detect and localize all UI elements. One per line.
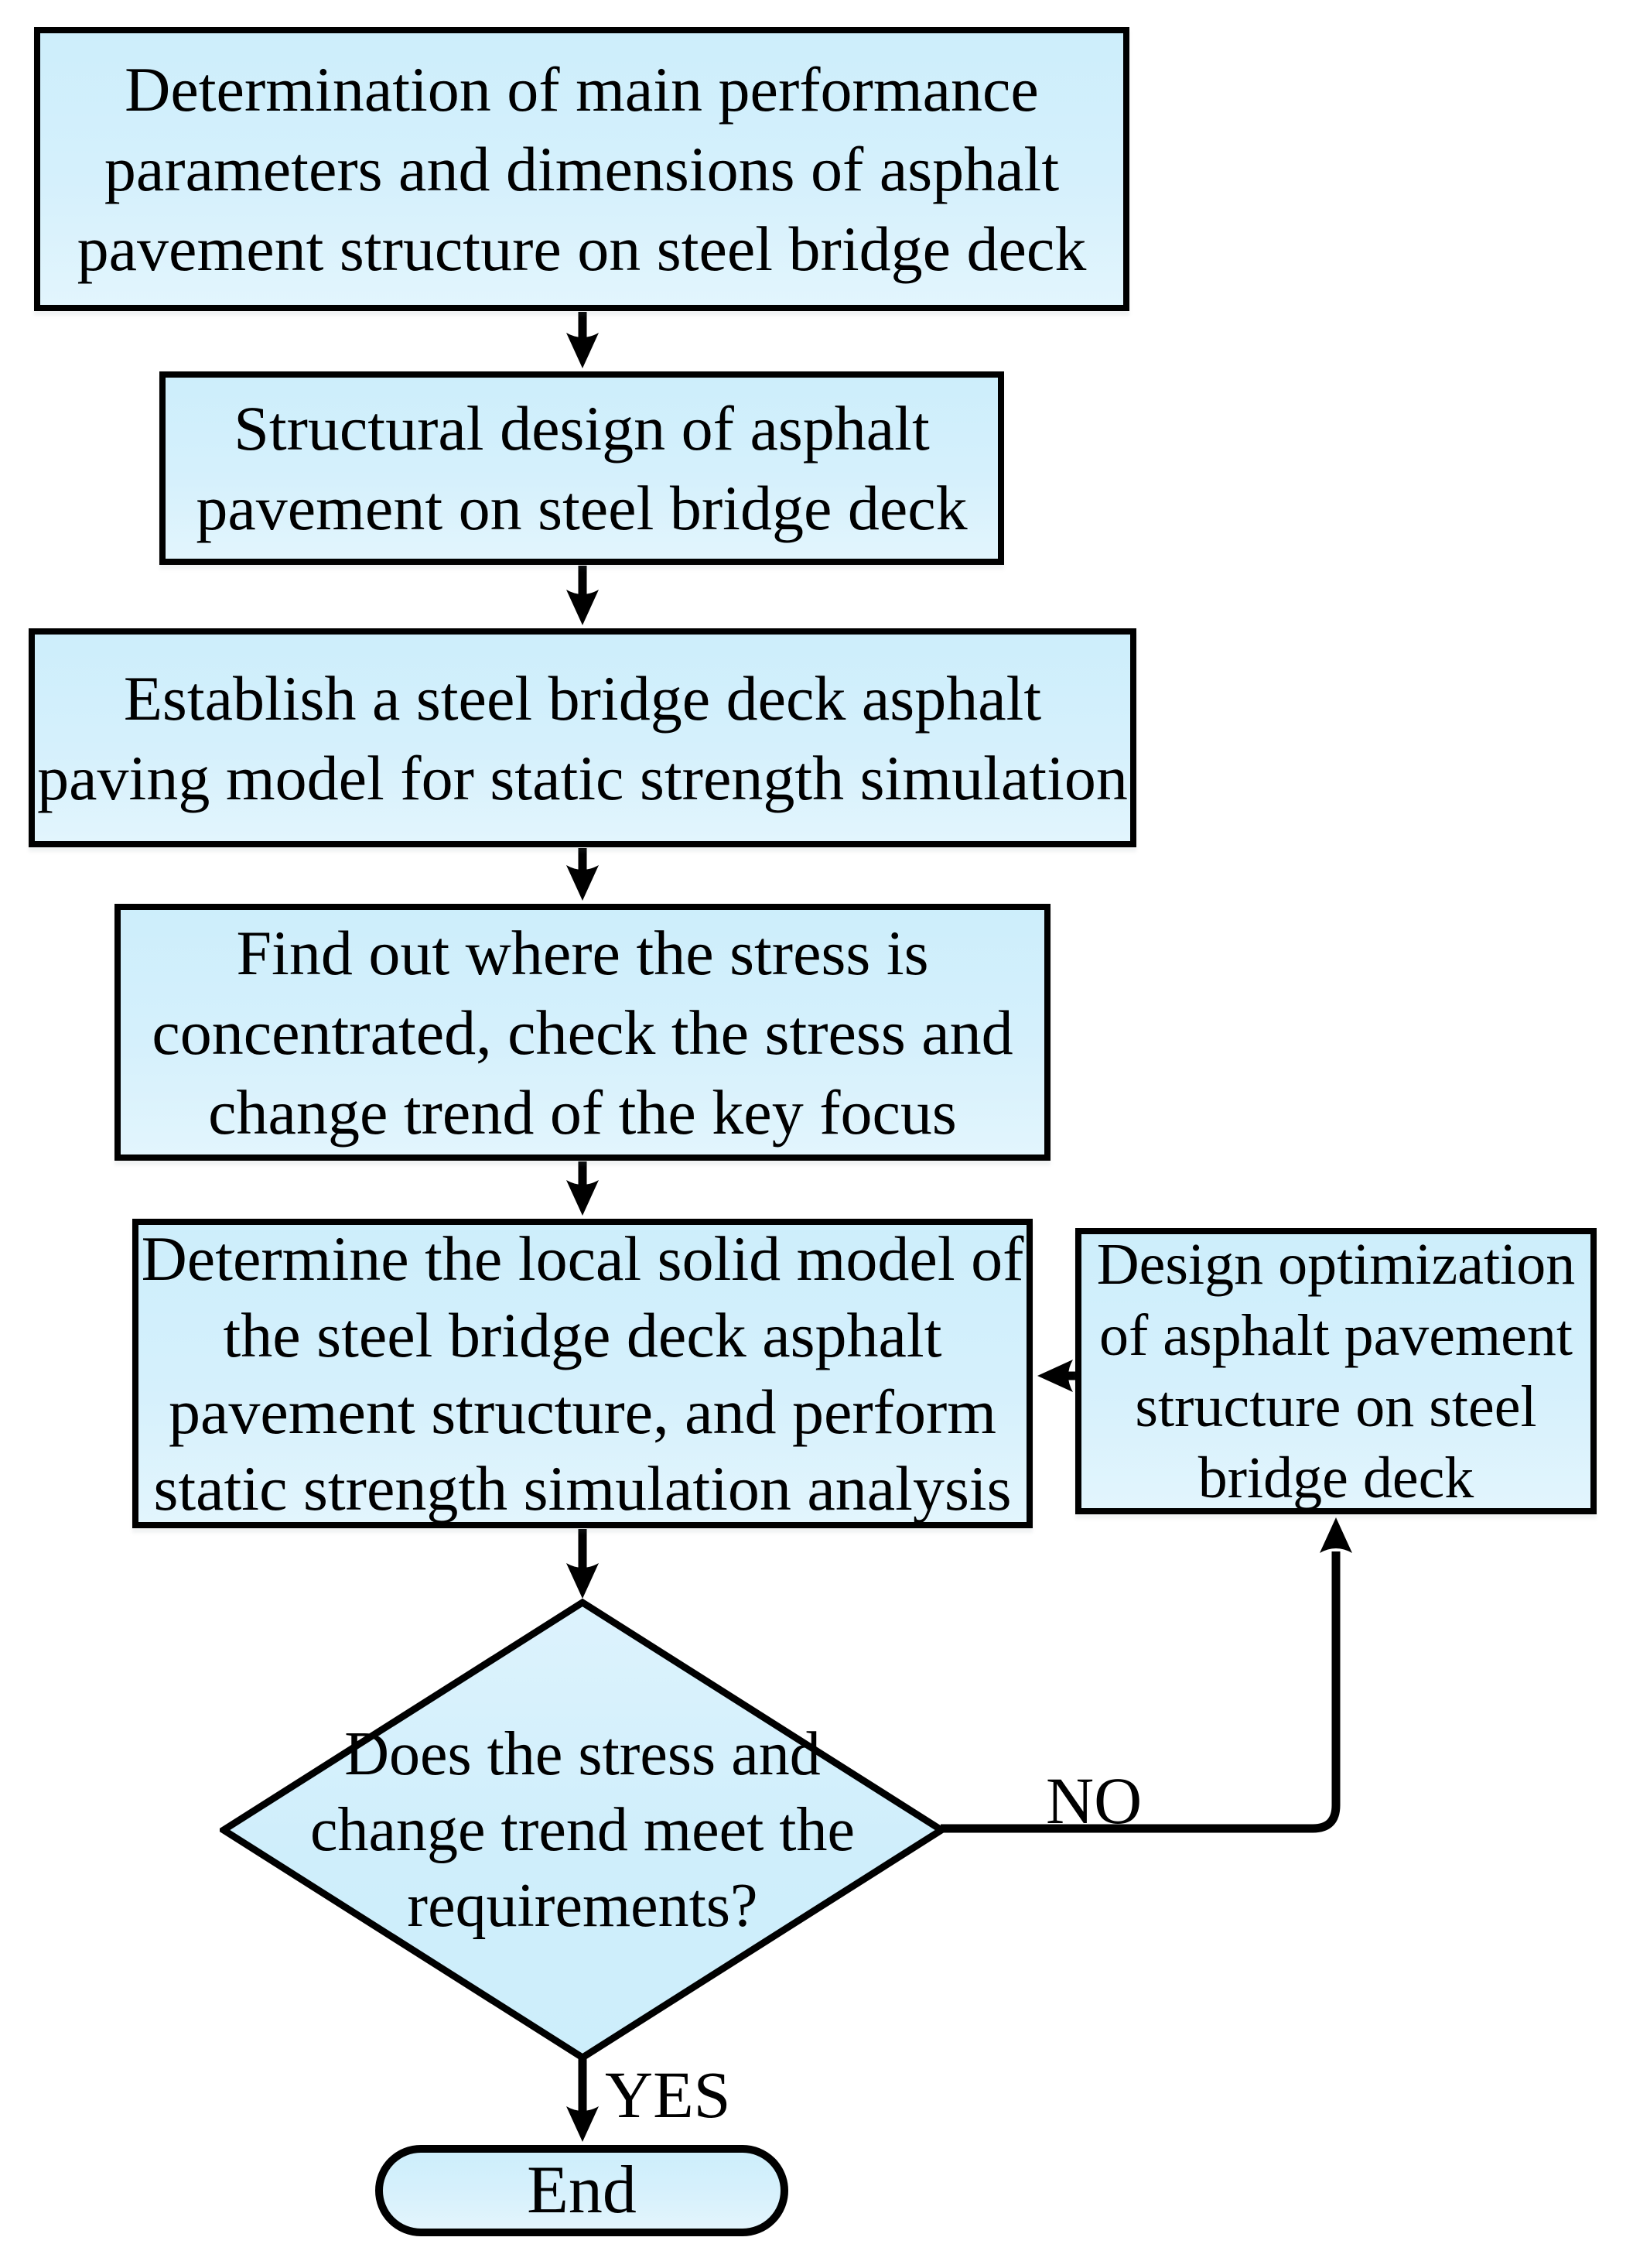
arrowhead-step2-step3	[566, 590, 599, 625]
node-decision-label-wrap: Does the stress and change trend meet th…	[273, 1716, 892, 1944]
node-decision-label: Does the stress and change trend meet th…	[309, 1720, 856, 1940]
node-end: End	[375, 2145, 788, 2236]
decision-diamond-polygon	[217, 1598, 948, 2062]
node-step5: Determine the local solid model of the s…	[132, 1219, 1033, 1528]
node-optimization-label: Design optimization of asphalt pavement …	[1096, 1232, 1576, 1510]
arrowhead-step5-decision	[566, 1563, 599, 1599]
node-step3-label: Establish a steel bridge deck asphalt pa…	[37, 662, 1128, 813]
node-step1: Determination of main performance parame…	[34, 27, 1129, 311]
decision-diamond-shape	[217, 1598, 948, 2062]
node-step5-label: Determine the local solid model of the s…	[141, 1223, 1024, 1524]
node-step3: Establish a steel bridge deck asphalt pa…	[29, 628, 1136, 847]
node-step4: Find out where the stress is concentrate…	[114, 904, 1051, 1161]
node-step2: Structural design of asphalt pavement on…	[159, 371, 1004, 565]
node-decision	[217, 1598, 948, 2062]
arrowhead-step1-step2	[566, 333, 599, 368]
arrowhead-step4-step5	[566, 1180, 599, 1216]
node-step4-label: Find out where the stress is concentrate…	[152, 917, 1013, 1148]
node-end-label: End	[527, 2153, 637, 2228]
node-step2-label: Structural design of asphalt pavement on…	[196, 393, 968, 543]
arrowhead-no-optimization	[1320, 1517, 1352, 1553]
node-optimization: Design optimization of asphalt pavement …	[1075, 1228, 1597, 1514]
node-step1-label: Determination of main performance parame…	[77, 54, 1087, 284]
edge-label-no: NO	[1046, 1763, 1143, 1838]
edge-label-yes: YES	[605, 2058, 731, 2132]
arrowhead-decision-end	[566, 2106, 599, 2142]
arrowhead-step3-step4	[566, 865, 599, 901]
arrowhead-optimization-step5	[1037, 1360, 1073, 1392]
